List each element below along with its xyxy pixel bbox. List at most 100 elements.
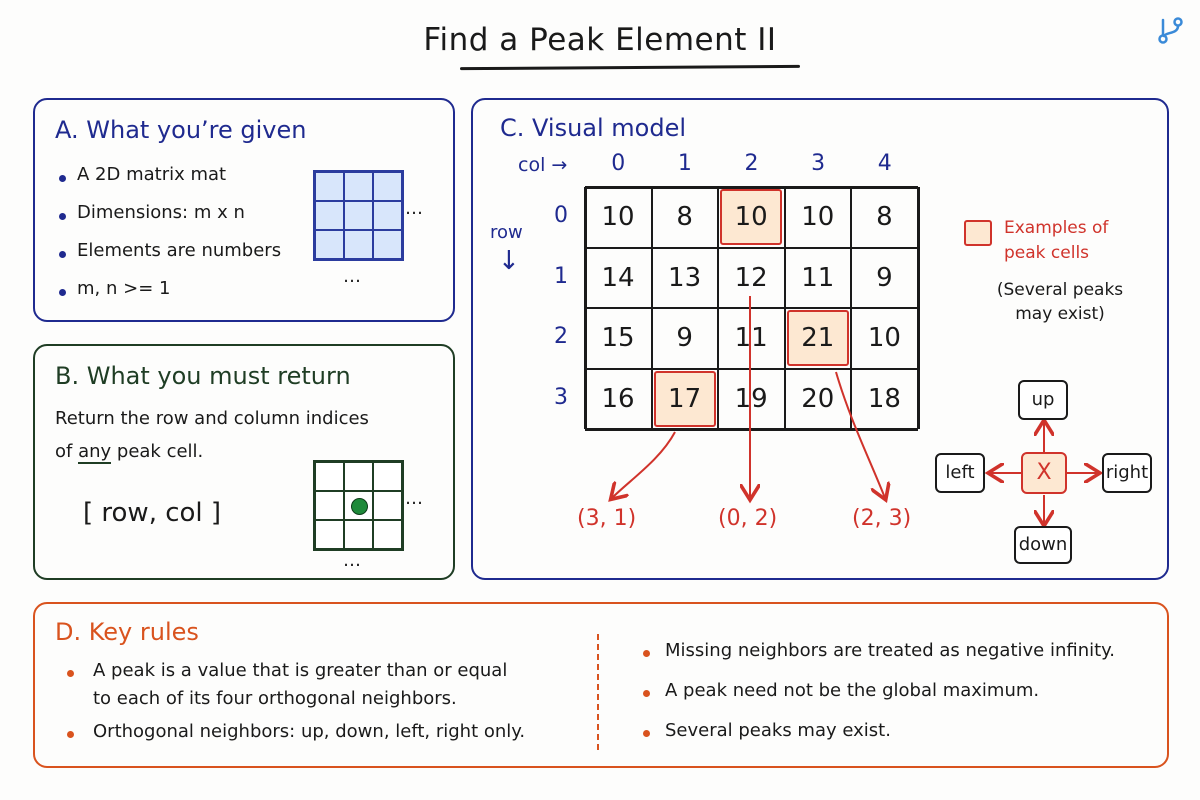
- note-line-2: may exist): [1015, 304, 1105, 324]
- rules-divider: [597, 634, 599, 750]
- matrix-cell: 16: [601, 383, 635, 414]
- matrix-gridline: [585, 186, 918, 189]
- matrix-gridline: [717, 187, 720, 429]
- col-axis-label: col →: [518, 154, 568, 176]
- matrix-gridline: [650, 187, 653, 429]
- legend-line-2: peak cells: [1004, 243, 1090, 263]
- row-index: 3: [554, 384, 568, 410]
- answer-format: [ row, col ]: [83, 498, 222, 528]
- bullet-dot: [59, 289, 66, 296]
- given-item: m, n >= 1: [77, 278, 171, 299]
- bullet-dot: [67, 670, 74, 677]
- given-item: A 2D matrix mat: [77, 164, 227, 185]
- row-index: 0: [554, 203, 568, 228]
- neighbor-down: down: [1014, 526, 1072, 564]
- col-index: 0: [611, 151, 626, 176]
- panel-key-rules: D. Key rules A peak is a value that is g…: [33, 602, 1169, 768]
- peak-coord-label: (3, 1): [577, 506, 637, 531]
- matrix-cell: 18: [867, 383, 901, 414]
- matrix-cell: 11: [801, 262, 835, 293]
- rule-right-3: Several peaks may exist.: [665, 720, 891, 741]
- branch-logo-icon: [1158, 17, 1183, 44]
- return-line-2: of any peak cell.: [55, 441, 204, 464]
- matrix-cell: 10: [801, 202, 835, 232]
- bullet-dot: [643, 690, 650, 697]
- matrix-gridline: [917, 187, 920, 429]
- row-index: 2: [554, 324, 568, 349]
- matrix-cell: 19: [734, 383, 768, 414]
- return-line-1: Return the row and column indices: [55, 408, 369, 429]
- panel-given-heading: A. What you’re given: [55, 116, 307, 144]
- matrix-with-peak-illustration: [313, 460, 404, 551]
- neighbor-up: up: [1018, 380, 1068, 420]
- row-axis-arrow-icon: ↓: [498, 246, 520, 276]
- peak-cell-highlight: [653, 370, 716, 427]
- panel-given: A. What you’re given A 2D matrix mat Dim…: [33, 98, 455, 322]
- col-index: 4: [877, 151, 892, 176]
- matrix-cell: 17: [668, 383, 702, 414]
- ellipsis-bottom: …: [343, 550, 362, 571]
- matrix-cell: 14: [601, 262, 635, 293]
- note-line-1: (Several peaks: [996, 280, 1124, 300]
- matrix-gridline: [585, 246, 918, 249]
- matrix-gridline: [585, 367, 918, 370]
- row-axis-label: row: [490, 222, 523, 243]
- bullet-dot: [59, 251, 66, 258]
- rule-right-2: A peak need not be the global maximum.: [665, 680, 1040, 701]
- peak-dot-icon: [351, 498, 368, 515]
- bullet-dot: [643, 730, 650, 737]
- col-index: 1: [677, 151, 692, 176]
- rule-left-2: Orthogonal neighbors: up, down, left, ri…: [93, 721, 526, 742]
- matrix-gridline: [783, 187, 786, 429]
- bullet-dot: [67, 731, 74, 738]
- peak-coord-label: (0, 2): [718, 506, 778, 531]
- neighbor-left: left: [935, 453, 985, 493]
- neighbor-center: X: [1021, 452, 1067, 494]
- peak-cell-highlight: [786, 310, 849, 366]
- matrix-cell: 10: [734, 202, 768, 232]
- panel-key-rules-heading: D. Key rules: [55, 618, 199, 646]
- page-title: Find a Peak Element II: [423, 22, 777, 58]
- ellipsis-right: …: [405, 488, 424, 509]
- rule-right-1: Missing neighbors are treated as negativ…: [665, 640, 1115, 661]
- matrix-cell: 10: [867, 323, 901, 353]
- given-item: Dimensions: m x n: [77, 202, 245, 223]
- return-line-2-pre: of: [55, 441, 79, 462]
- bullet-dot: [643, 650, 650, 657]
- matrix-cell: 20: [801, 383, 835, 414]
- neighbor-right: right: [1102, 453, 1152, 493]
- matrix-gridline: [850, 187, 853, 429]
- matrix-gridline: [585, 307, 918, 309]
- bullet-dot: [59, 213, 66, 220]
- rule-left-1a: A peak is a value that is greater than o…: [93, 660, 508, 681]
- matrix-gridline: [584, 187, 587, 429]
- matrix-cell: 9: [876, 262, 893, 293]
- panel-return-heading: B. What you must return: [55, 362, 351, 390]
- matrix-cell: 8: [876, 202, 893, 232]
- peak-legend-swatch: [964, 220, 992, 246]
- col-index: 3: [811, 151, 826, 176]
- peak-cell-highlight: [720, 189, 783, 245]
- matrix-cell: 13: [668, 262, 702, 293]
- given-item: Elements are numbers: [77, 240, 282, 261]
- rule-left-1b: to each of its four orthogonal neighbors…: [93, 688, 457, 709]
- matrix-cell: 12: [734, 262, 768, 293]
- legend-line-1: Examples of: [1004, 218, 1109, 238]
- matrix-gridline: [585, 428, 918, 431]
- matrix-cell: 10: [601, 202, 635, 232]
- arrow-to-2-3: [835, 371, 885, 498]
- col-index: 2: [744, 151, 759, 176]
- matrix-cell: 21: [801, 323, 835, 353]
- panel-visual-model: [471, 98, 1169, 580]
- panel-return: B. What you must return Return the row a…: [33, 344, 455, 580]
- matrix-cell: 8: [676, 202, 693, 232]
- arrow-to-3-1: [612, 431, 676, 498]
- panel-visual-model-heading: C. Visual model: [500, 114, 687, 142]
- matrix-cell: 15: [601, 323, 635, 353]
- bullet-dot: [59, 175, 66, 182]
- return-emphasis-any: any: [78, 441, 112, 464]
- matrix-cell: 9: [676, 323, 693, 353]
- return-line-2-post: peak cell.: [111, 441, 204, 462]
- row-index: 1: [554, 263, 568, 289]
